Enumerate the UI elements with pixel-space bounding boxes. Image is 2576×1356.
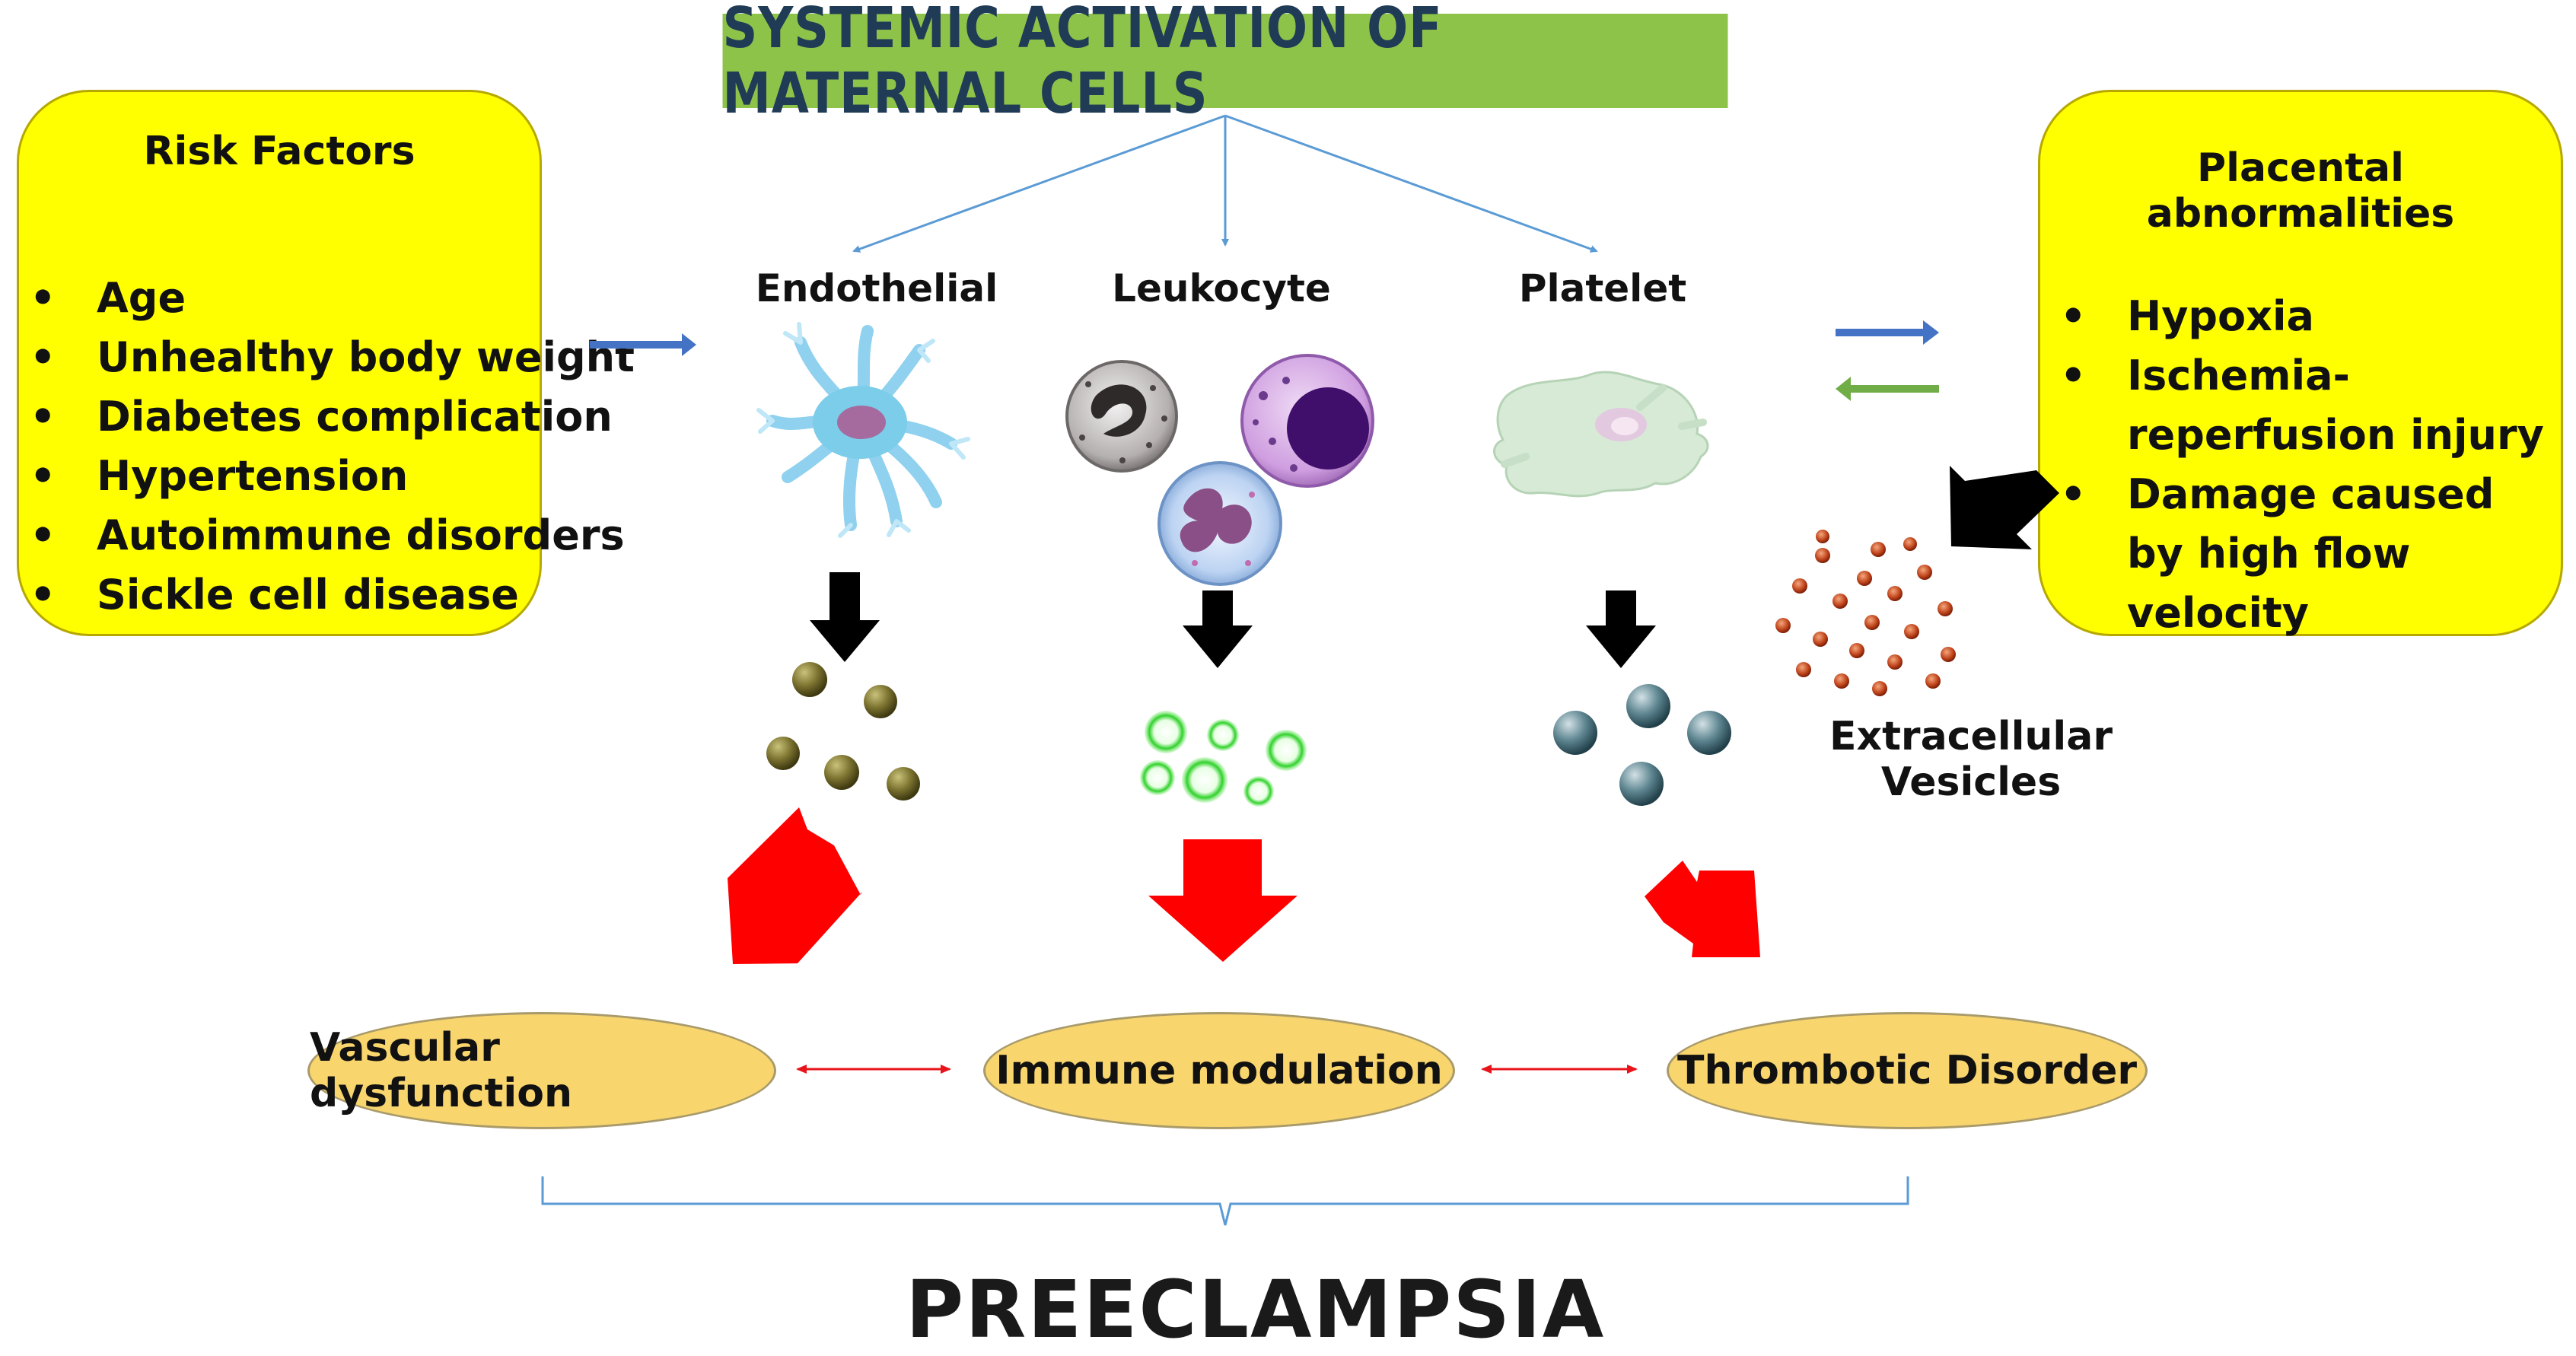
immune-modulation-label: Immune modulation <box>995 1048 1443 1093</box>
red-arrow-thrombotic <box>1645 861 1760 957</box>
monocyte-cell-icon <box>1240 354 1374 488</box>
risk-factors-title: Risk Factors <box>143 129 416 174</box>
vascular-dysfunction-node: Vascular dysfunction <box>307 1012 776 1129</box>
risk-factor-item: Age <box>30 269 635 328</box>
extracellular-vesicles-cluster <box>1775 530 1956 696</box>
red-arrows <box>728 807 1760 964</box>
red-arrow-immune <box>1148 839 1298 962</box>
extracellular-vesicles-label: Extracellular Vesicles <box>1829 714 2113 805</box>
leukocyte-vesicles <box>1140 711 1307 807</box>
risk-factor-item: Sickle cell disease <box>30 565 635 625</box>
platelet-cell-icon <box>1493 371 1709 498</box>
risk-factors-list: Age Unhealthy body weight Diabetes compl… <box>30 269 635 625</box>
endothelial-label: Endothelial <box>755 266 998 310</box>
black-arrows <box>810 466 2059 668</box>
risk-factors-box: Risk Factors Age Unhealthy body weight D… <box>17 90 635 636</box>
thrombotic-disorder-label: Thrombotic Disorder <box>1676 1048 2138 1093</box>
platelet-down-arrow <box>1586 590 1656 668</box>
placental-abnormalities-title: Placental abnormalities <box>2146 145 2455 237</box>
risk-factor-item: Autoimmune disorders <box>30 506 635 565</box>
endothelial-cell-icon <box>756 322 970 538</box>
platelet-label: Platelet <box>1518 266 1687 310</box>
placental-item: Damage caused by high flow velocity <box>2060 465 2553 643</box>
platelet-vesicles <box>1553 684 1731 806</box>
immune-modulation-node: Immune modulation <box>983 1012 1455 1129</box>
risk-to-cells-arrow <box>590 333 696 356</box>
connector-platelet <box>1224 114 1598 253</box>
leukocyte-label: Leukocyte <box>1112 266 1331 310</box>
placental-item: Hypoxia <box>2060 287 2553 346</box>
connector-endothelial <box>852 114 1226 253</box>
placental-abnormalities-box: Placental abnormalities Hypoxia Ischemia… <box>2038 90 2563 637</box>
preeclampsia-label: PREECLAMPSIA <box>906 1263 1606 1356</box>
cells-to-placenta-arrow <box>1836 320 1939 345</box>
placental-abnormalities-list: Hypoxia Ischemia-reperfusion injury Dama… <box>2060 287 2553 643</box>
placenta-to-ev-arrow <box>1950 466 2059 549</box>
risk-factor-item: Diabetes complication <box>30 387 635 447</box>
red-arrow-vascular <box>728 807 862 964</box>
placenta-to-cells-arrow <box>1836 377 1939 401</box>
title-connectors <box>852 114 1598 253</box>
risk-factor-item: Hypertension <box>30 447 635 506</box>
leukocyte-down-arrow <box>1183 590 1253 668</box>
thrombotic-disorder-node: Thrombotic Disorder <box>1667 1012 2148 1129</box>
neutrophil-cell-icon <box>1157 461 1282 586</box>
risk-factor-item: Unhealthy body weight <box>30 328 635 387</box>
endothelial-vesicles <box>766 662 920 801</box>
basophil-cell-icon <box>1065 360 1178 473</box>
endothelial-down-arrow <box>810 572 880 662</box>
preeclampsia-bracket <box>541 1176 1909 1226</box>
placental-item: Ischemia-reperfusion injury <box>2060 346 2553 465</box>
vascular-dysfunction-label: Vascular dysfunction <box>310 1025 572 1116</box>
